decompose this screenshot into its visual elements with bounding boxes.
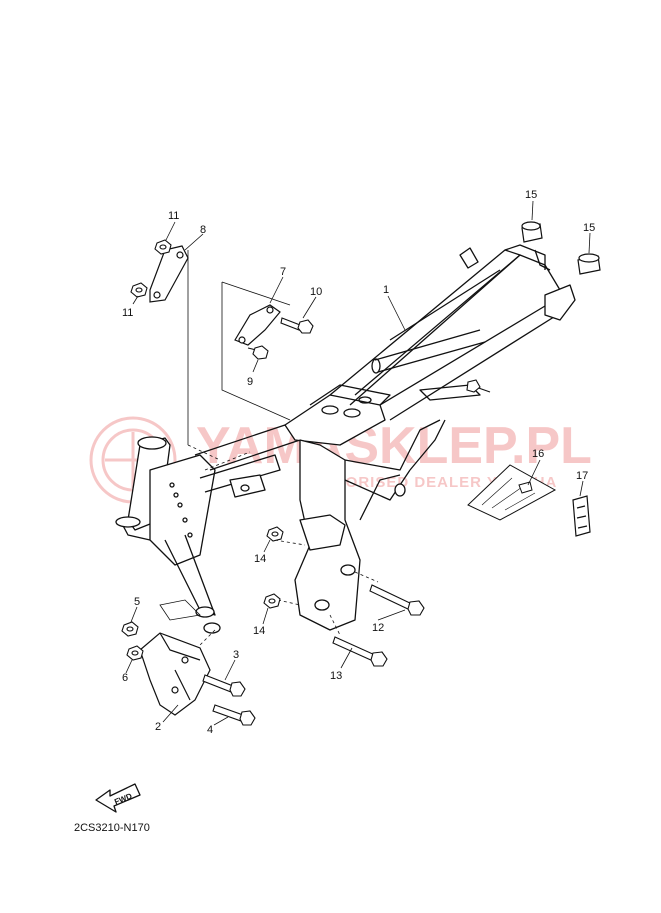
callout-17: 17: [576, 470, 588, 482]
callout-1: 1: [383, 284, 389, 296]
callout-10: 10: [310, 286, 322, 298]
callout-3: 3: [233, 649, 239, 661]
main-frame: [115, 244, 576, 634]
callout-5: 5: [134, 596, 140, 608]
nut-14-lower-icon: [263, 593, 281, 609]
nut-11-lower-icon: [130, 282, 148, 298]
collar-15-right-icon: [577, 253, 601, 275]
bolt-12-icon: [369, 584, 425, 616]
callout-2: 2: [155, 721, 161, 733]
diagram-code: 2CS3210-N170: [74, 822, 150, 834]
bolt-4-icon: [212, 704, 256, 726]
bolt-9-icon: [247, 345, 269, 360]
callouts: 1 2 3 4 5 6 7 8 9 10 11 11 12 13 14 14 1…: [122, 189, 595, 736]
callout-14-lower: 14: [253, 625, 265, 637]
callout-13: 13: [330, 670, 342, 682]
fwd-arrow-icon: FWD: [95, 783, 141, 813]
callout-15-right: 15: [583, 222, 595, 234]
bracket-8: [149, 245, 189, 303]
bolt-3-icon: [202, 674, 246, 697]
nut-6-icon: [126, 645, 144, 661]
callout-12: 12: [372, 622, 384, 634]
callout-11-lower: 11: [122, 307, 133, 319]
bolt-10-icon: [280, 317, 314, 334]
callout-leaders: [125, 200, 591, 726]
nut-11-upper-icon: [154, 239, 172, 255]
callout-4: 4: [207, 724, 213, 736]
bolt-13-icon: [332, 636, 388, 667]
callout-15-left: 15: [525, 189, 537, 201]
watermark-brand: YAMASKLEP.PL: [196, 417, 592, 475]
callout-14-upper: 14: [254, 553, 266, 565]
guide-lines: [159, 250, 379, 646]
callout-16: 16: [532, 448, 544, 460]
side-bolt-icon: [466, 379, 491, 393]
nut-5-icon: [121, 621, 139, 637]
callout-9: 9: [247, 376, 253, 388]
collar-15-left-icon: [521, 221, 543, 243]
callout-6: 6: [122, 672, 128, 684]
callout-7: 7: [280, 266, 286, 278]
engine-bracket-2: [139, 632, 211, 716]
watermark: YAMASKLEP.PL AUTHORISED DEALER YAMAHA: [89, 416, 592, 504]
bracket-7: [234, 304, 281, 346]
clip-17: [572, 495, 591, 537]
nut-14-upper-icon: [266, 526, 284, 542]
callout-8: 8: [200, 224, 206, 236]
label-16: [467, 464, 557, 521]
callout-11-upper: 11: [168, 210, 179, 222]
